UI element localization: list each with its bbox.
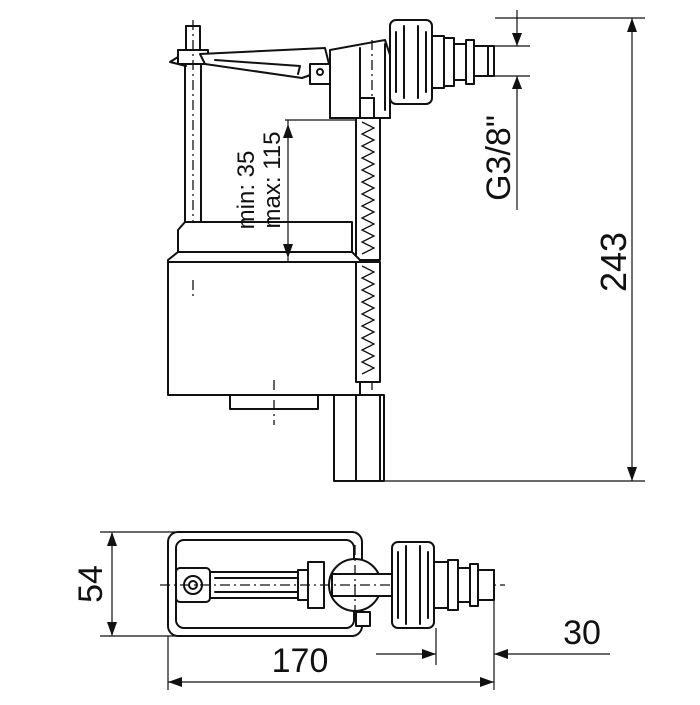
collar-top <box>433 561 449 609</box>
connector-body-top <box>457 567 471 603</box>
dim-170-label: 170 <box>272 642 329 680</box>
side-view: 243 G3/8" min: 35 max: 115 <box>167 10 645 482</box>
dim-min-label: min: 35 <box>233 151 260 230</box>
spring-lower <box>360 265 376 375</box>
flange-top <box>447 559 459 611</box>
pivot-pin <box>316 68 324 76</box>
dim-54-label: 54 <box>72 565 110 603</box>
adjust-arrow-top <box>283 124 293 138</box>
adjust-spring <box>360 121 376 255</box>
clip-top <box>355 611 371 627</box>
arrow-54-top <box>107 532 117 546</box>
nut-collar <box>431 35 445 89</box>
adjust-stem <box>355 117 381 261</box>
connector-nut <box>465 39 475 85</box>
dim-max-label: max: 115 <box>259 132 286 229</box>
thread-arrow-top <box>512 33 522 46</box>
adjust-arrow-bottom <box>283 244 293 258</box>
dim-height-label: 243 <box>593 232 634 292</box>
dim-thread-label: G3/8" <box>480 115 518 201</box>
arrow-54-bottom <box>107 622 117 636</box>
float-cup <box>167 221 361 396</box>
connector-nut-top <box>469 563 479 607</box>
outlet-tube <box>333 394 385 482</box>
spring-housing <box>355 261 381 383</box>
arrow-up <box>627 18 637 32</box>
connector-thread-top <box>477 569 495 601</box>
thread-arrow-bottom <box>512 76 522 89</box>
connector-thread <box>473 45 495 77</box>
connector-flange <box>443 37 455 87</box>
rod-clip <box>169 56 187 67</box>
connector-body <box>453 43 467 81</box>
arrow-down <box>627 467 637 481</box>
arrow-170-right <box>480 677 494 687</box>
arrow-170-left <box>168 677 182 687</box>
stem-fitting <box>359 97 375 119</box>
lever-arm-inner <box>214 59 301 75</box>
top-view: 54 170 30 <box>72 531 610 690</box>
arrow-30-right <box>494 649 508 659</box>
arrow-30-left <box>422 649 436 659</box>
dim-30-label: 30 <box>563 614 601 652</box>
